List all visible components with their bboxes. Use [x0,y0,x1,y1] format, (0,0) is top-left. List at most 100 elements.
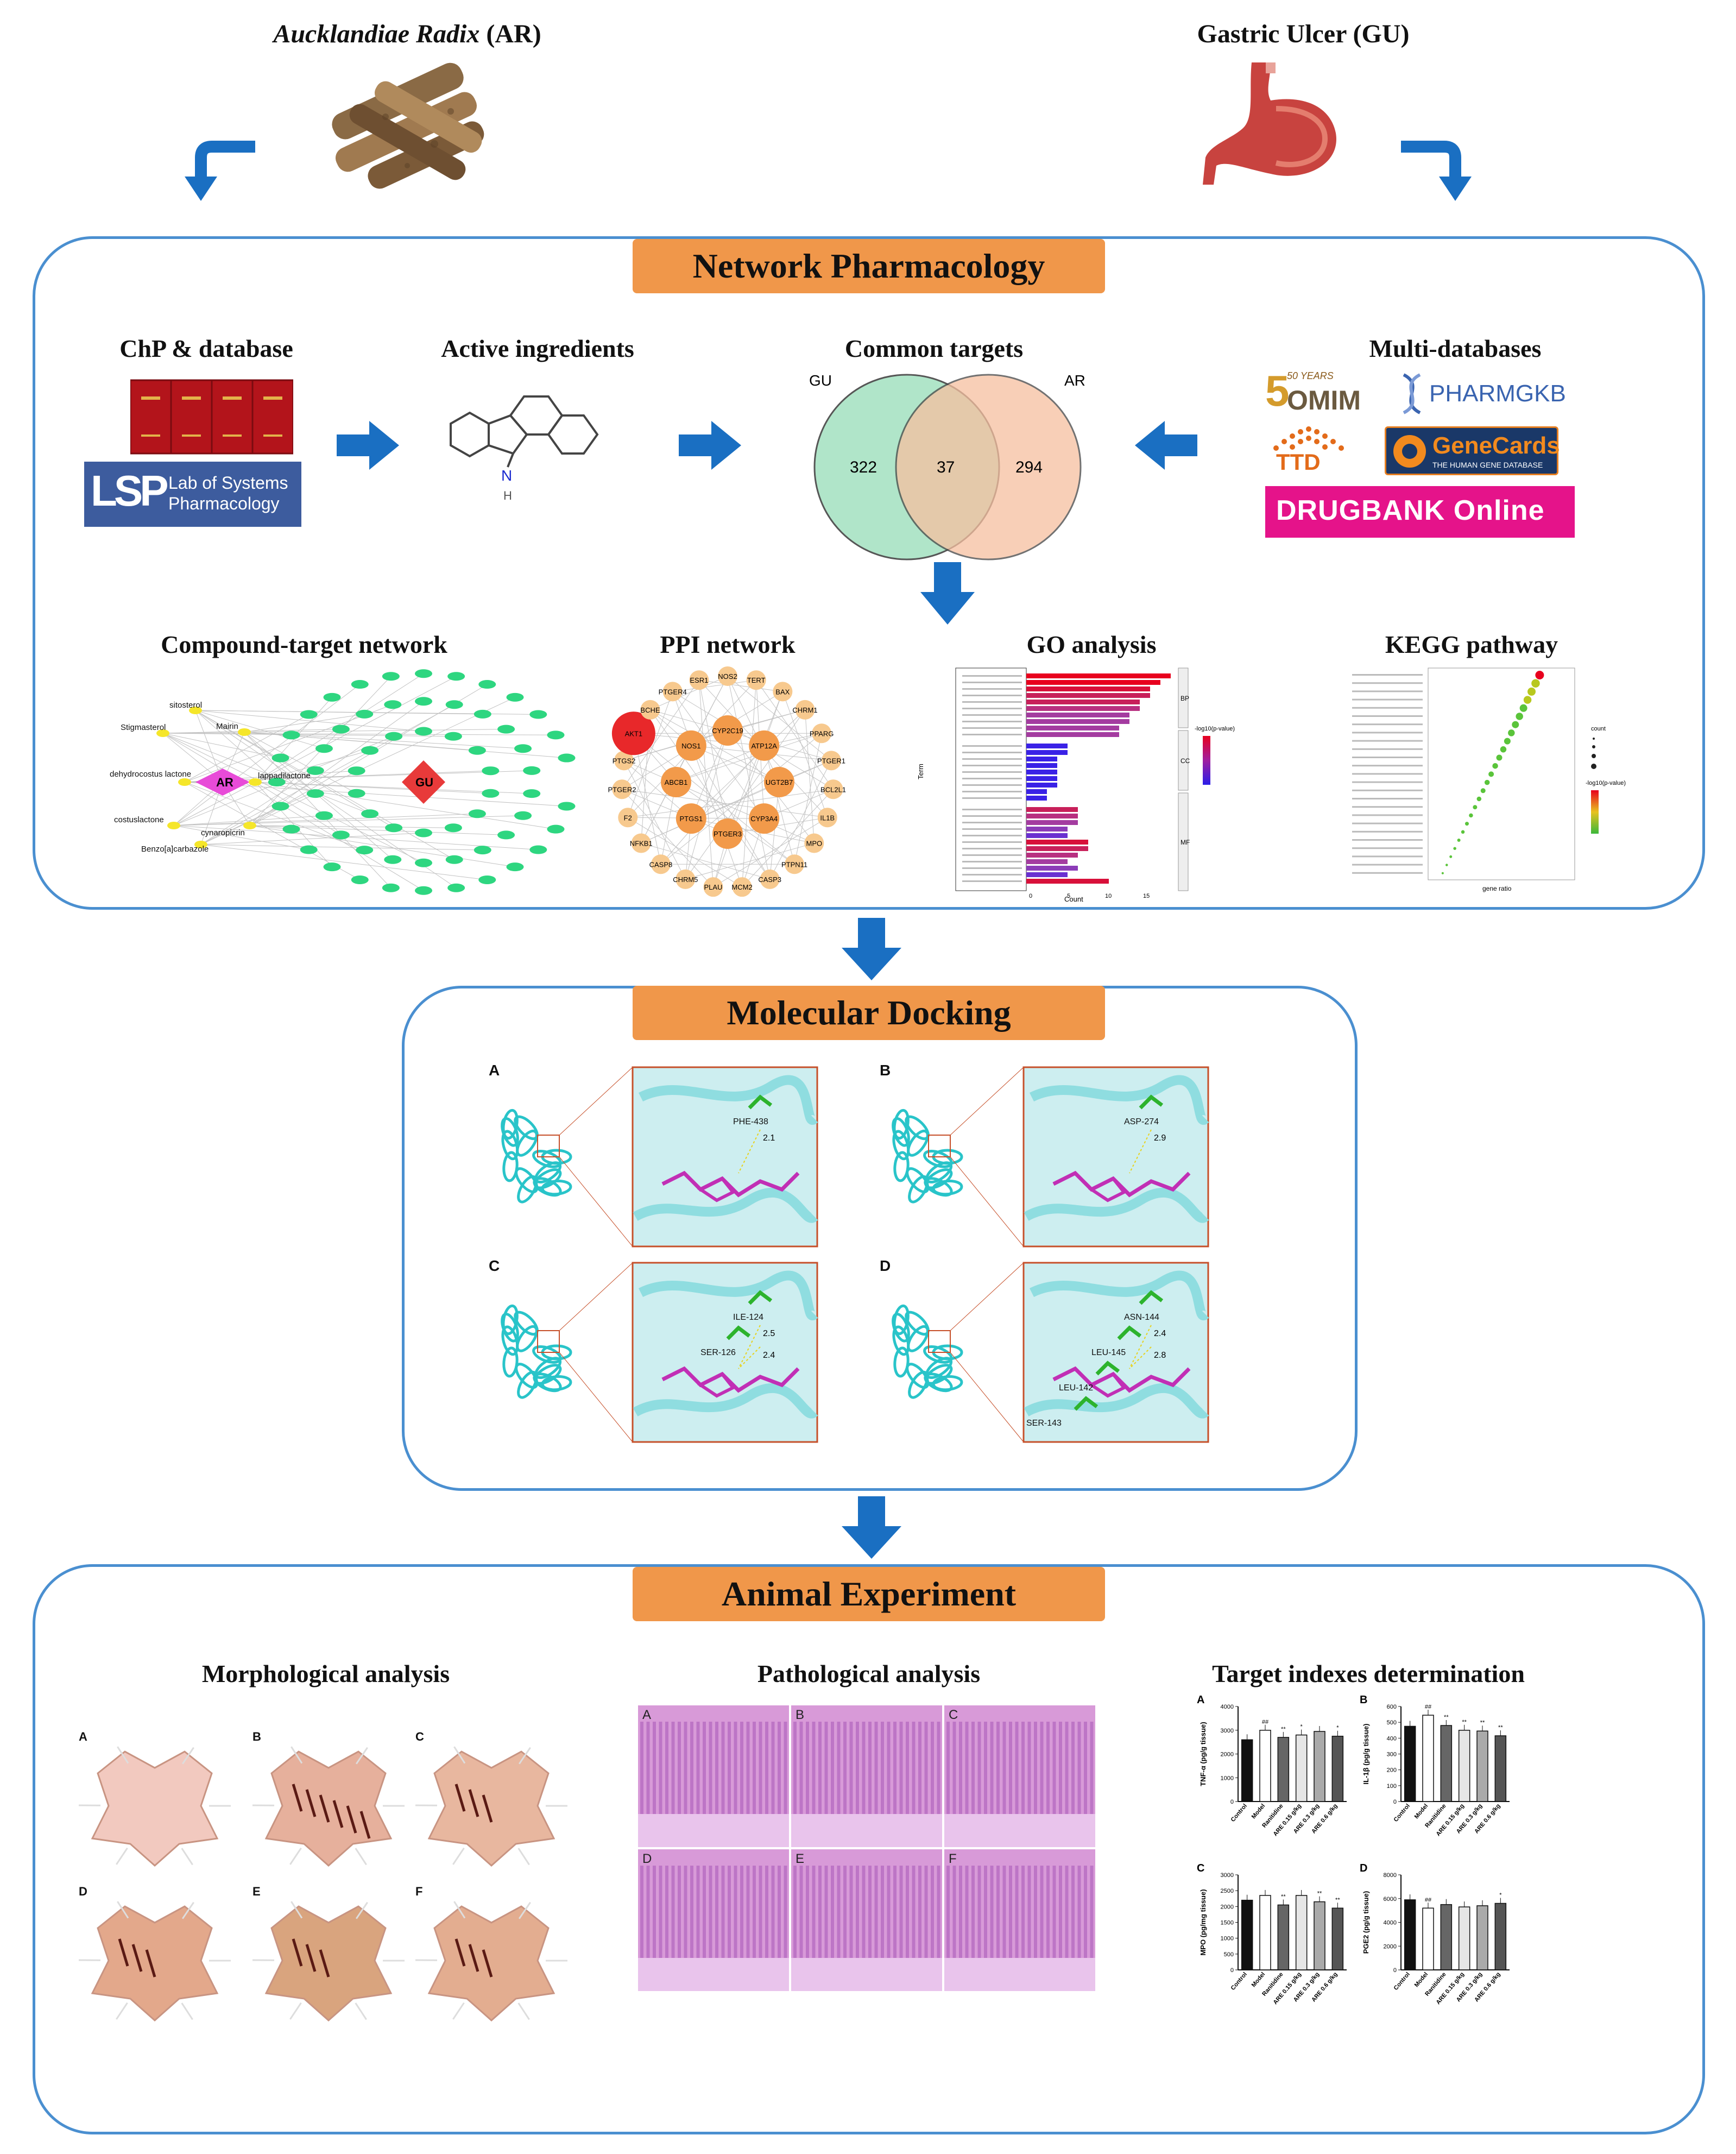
ppi-node [718,666,737,686]
chart-y-label: TNF-α (pg/g tissue) [1199,1722,1207,1786]
ct-target-node [482,766,500,776]
multi-databases-heading: Multi-databases [1369,335,1542,362]
ppi-node [749,730,780,761]
ct-target-node [482,789,500,798]
ct-target-node [300,845,318,854]
venn-left-count: 322 [850,458,877,476]
ct-target-node [558,802,576,811]
ct-target-node [385,823,403,833]
histology-tile: B [791,1705,942,1847]
ct-compound: lappadilactone [258,771,311,780]
chart-panel-letter: A [1197,1695,1204,1706]
go-legend-title: -log10(p-value) [1195,726,1235,732]
ppi-node-label: BCL2L1 [820,785,846,793]
ct-target-node [282,730,300,740]
chart-category-label: Model [1251,1803,1267,1820]
molecule-hydrogen: H [503,489,512,502]
ct-target-node [547,824,565,834]
patho-letter: A [642,1708,652,1722]
histology-tile: F [944,1849,1095,1991]
ppi-node-label: NOS2 [718,672,737,681]
network-pharmacology-panel [33,236,1705,910]
ppi-node-label: PPARG [810,729,834,738]
chart-y-tick: 400 [1387,1735,1397,1742]
ppi-node-label: MCM2 [731,883,752,891]
chart-y-tick: 1500 [1221,1920,1234,1926]
target-indexes-heading: Target indexes determination [1212,1660,1525,1687]
ct-hub-gu: GU [415,776,433,789]
stomach-image [1203,62,1336,185]
ct-target-node [385,732,403,741]
docking-panel-letter: A [489,1062,500,1079]
ct-target-node [445,855,463,864]
chart-bar [1458,1906,1470,1970]
ct-target-node [447,883,465,892]
ppi-node [764,767,794,797]
go-group-mf: MF [1181,839,1190,846]
lsp-logo-text: Lab of Systems Pharmacology [168,473,288,513]
ct-target-node [315,811,333,820]
chart-y-tick: 2000 [1384,1943,1397,1950]
ct-target-node [356,709,374,719]
ppi-node-label: CASP3 [758,876,781,884]
ppi-node [760,869,780,889]
ppi-node [640,700,660,720]
ppi-node [823,779,843,799]
ppi-node [804,833,824,853]
ct-target-node [351,875,369,884]
ct-target-node [361,809,379,818]
ppi-node [817,808,837,828]
docking-distance-label: 2.4 [1154,1329,1166,1338]
chart-bar [1404,1899,1416,1970]
ct-target-node [445,700,463,709]
ppi-node-label: PTGS2 [613,757,636,765]
histology-tile: D [638,1849,789,1991]
ct-target-node [332,830,350,840]
chart-y-tick: 3000 [1221,1728,1234,1734]
ct-target-node [478,875,496,884]
ppi-node [712,715,743,746]
ct-target-node [348,789,365,798]
chart-y-tick: 2000 [1221,1752,1234,1758]
chart-bar [1404,1725,1416,1802]
ttd-logo: TTD [1265,421,1363,475]
ppi-node [618,808,638,828]
ppi-node [676,869,696,889]
ct-target-node [323,862,341,872]
ct-target-node [558,753,576,763]
chart-bar [1476,1730,1488,1802]
chart-bar [1277,1904,1290,1970]
drugbank-logo: DRUGBANK Online [1265,486,1575,538]
ct-target-node [382,672,400,681]
go-tick: 15 [1143,893,1150,899]
ct-target-node [282,824,300,834]
chart-significance-mark: ** [1335,1897,1340,1903]
stomach-photo: F [413,1885,570,2031]
pathological-heading: Pathological analysis [757,1660,981,1687]
dna-icon [1403,373,1421,414]
ct-target-node [523,766,541,775]
ppi-node-label: PLAU [704,883,722,891]
go-group-cc: CC [1181,757,1190,765]
chart-significance-mark: ** [1462,1719,1467,1725]
ppi-node-label: UGT2B7 [766,778,793,786]
docking-residue-label: PHE-438 [733,1117,768,1126]
chart-significance-mark: ** [1281,1893,1286,1900]
go-group-bp: BP [1181,695,1189,702]
histology-tile: E [791,1849,942,1991]
ct-compound: dehydrocostus lactone [110,770,191,779]
pharmgkb-logo: PHARMGKB [1396,369,1580,418]
kegg-x-label: gene ratio [1482,885,1512,892]
curved-arrow-right [1401,141,1472,201]
docking-panel-letter: B [880,1062,891,1079]
ct-target-node [351,680,369,689]
stomach-photo: E [250,1885,407,2031]
ct-target-node [447,672,465,681]
ppi-node [712,818,743,849]
ct-target-node [444,823,462,833]
chart-bar [1494,1903,1507,1970]
kegg-legend-count: count [1591,726,1606,732]
